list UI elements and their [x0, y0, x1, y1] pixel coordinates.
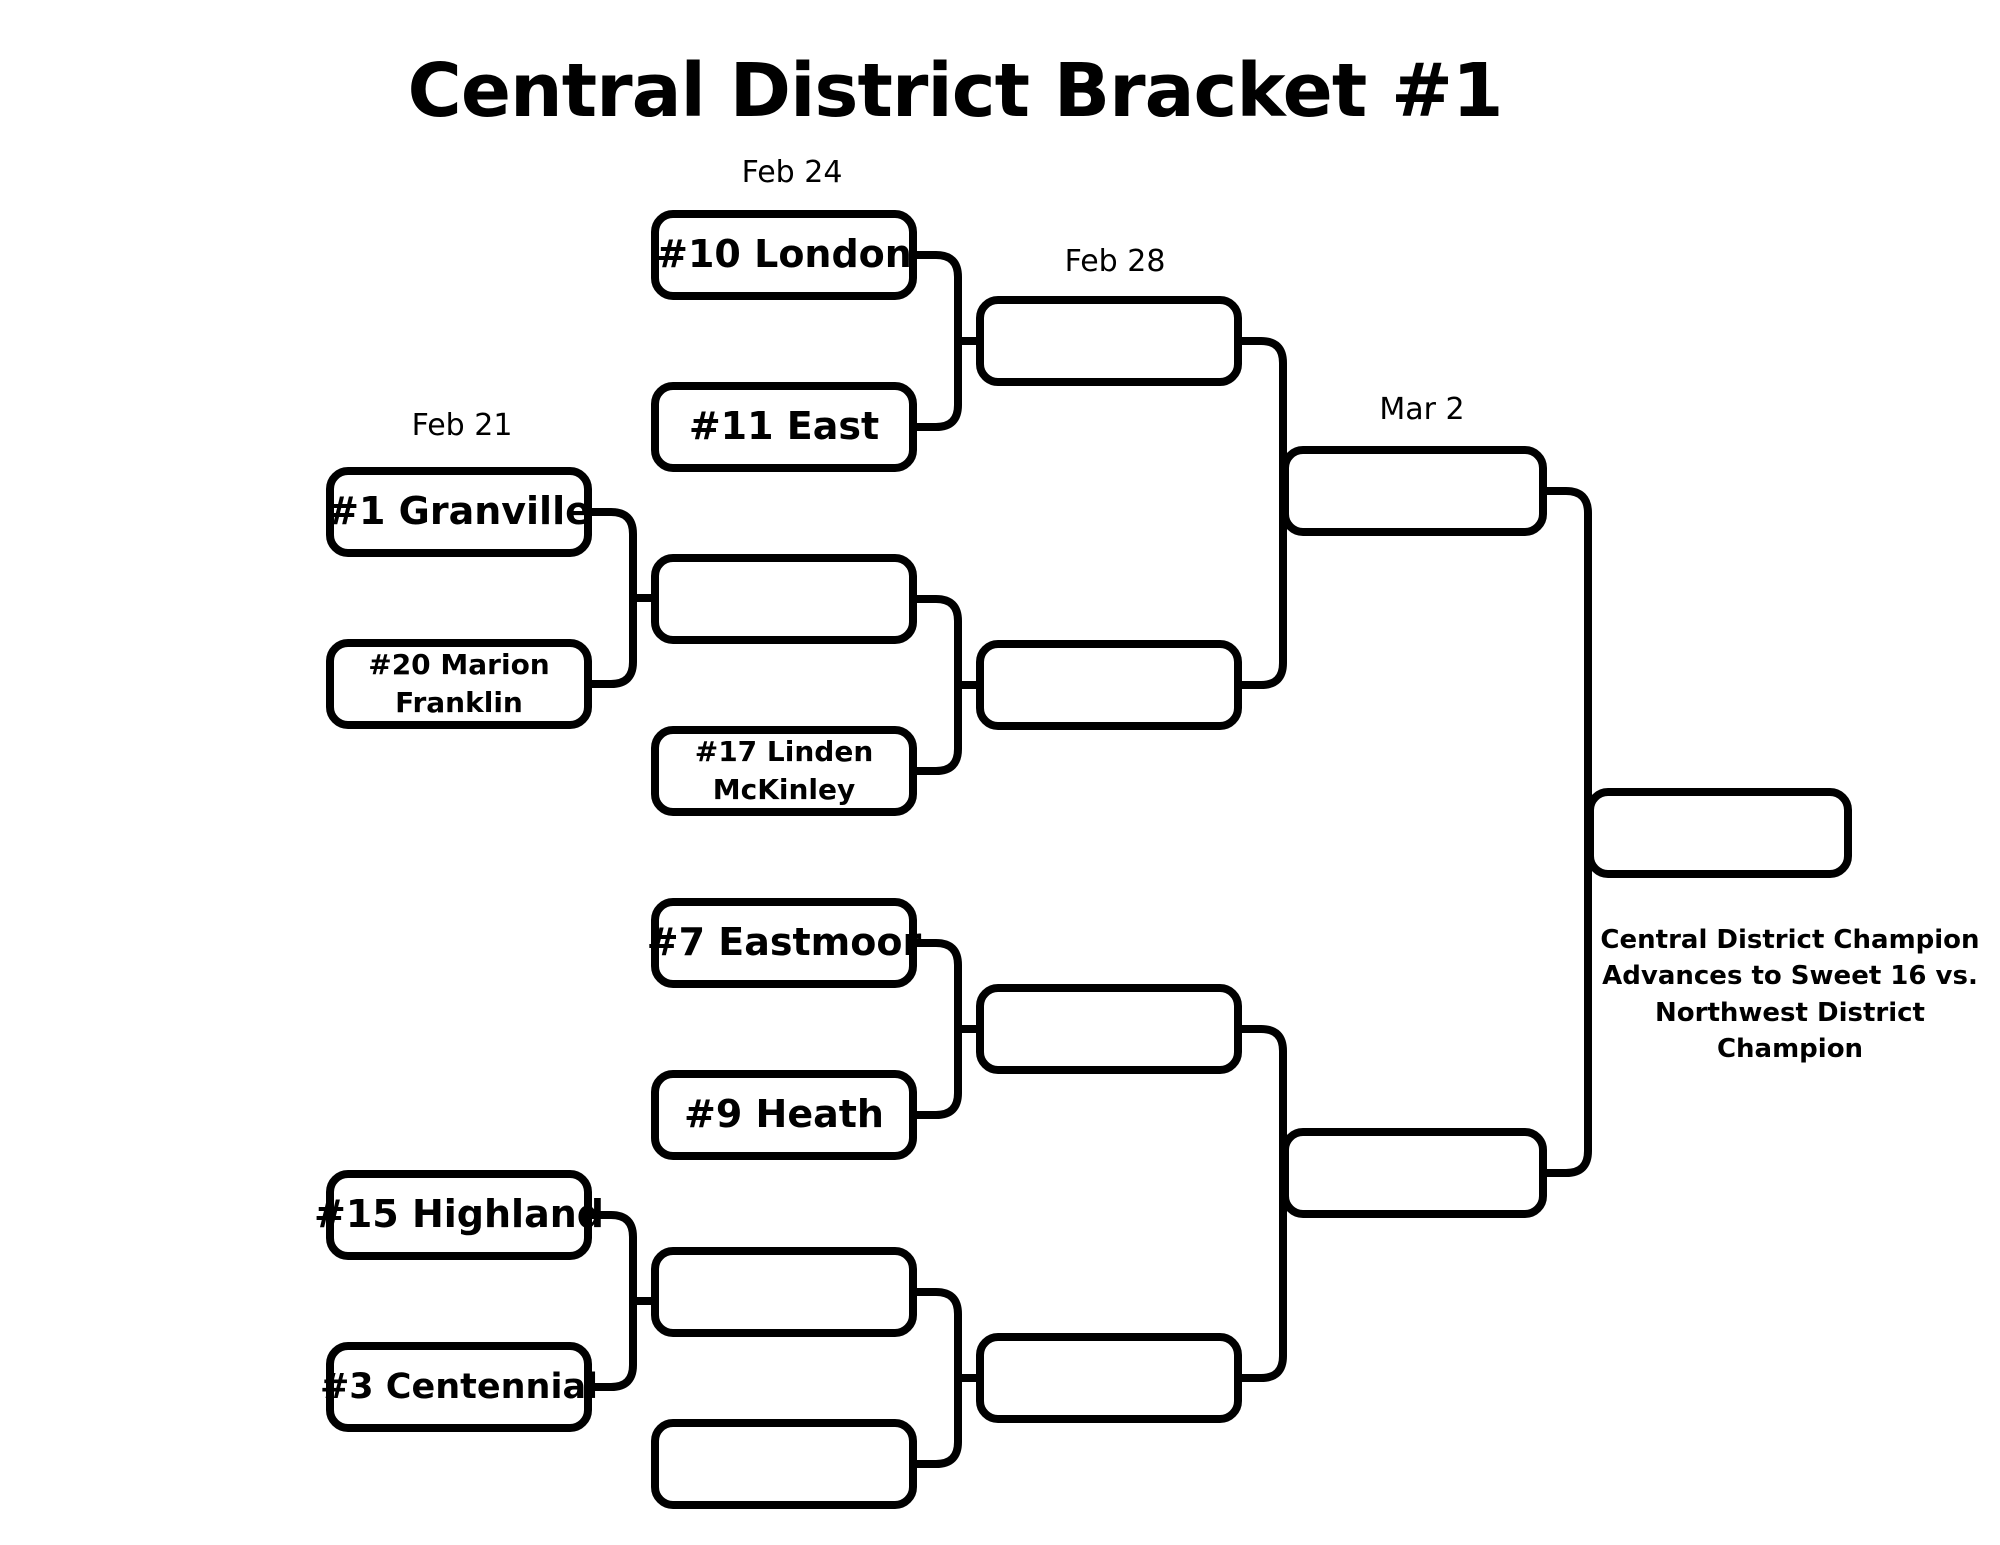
connector-r2bottom — [915, 1288, 984, 1468]
connector-r3-bottom — [1240, 1025, 1288, 1382]
team-box-linden-mckinley: #17 Linden McKinley — [651, 726, 917, 816]
round2-date: Feb 24 — [741, 155, 843, 190]
round4-date: Mar 2 — [1379, 392, 1465, 427]
connector-granville-marion — [590, 508, 658, 688]
team-box-granville: #1 Granville — [326, 467, 592, 557]
round1-date: Feb 21 — [411, 408, 513, 443]
round3-date: Feb 28 — [1064, 244, 1166, 279]
connector-highland-centennial — [590, 1211, 658, 1391]
winner-box-granville-marion — [651, 554, 917, 644]
team-box-eastmoor: #7 Eastmoor — [647, 898, 921, 988]
champion-note: Central District Champion Advances to Sw… — [1580, 922, 2000, 1068]
connector-eastmoor-heath — [915, 939, 984, 1119]
winner-box-london-east — [976, 296, 1242, 386]
team-box-east: #11 East — [651, 382, 917, 472]
team-box-london: #10 London — [651, 210, 917, 300]
empty-box-bottom — [651, 1419, 917, 1509]
connector-r2top-linden — [915, 595, 984, 775]
team-box-highland: #15 Highland — [314, 1170, 604, 1260]
champion-box — [1586, 788, 1852, 878]
champion-note-line2: Advances to Sweet 16 vs. — [1602, 961, 1978, 992]
team-box-centennial: #3 Centennial — [320, 1342, 598, 1432]
champion-note-line3: Northwest District Champion — [1655, 997, 1925, 1065]
connector-london-east — [915, 251, 984, 431]
winner-box-r2-top-second — [976, 640, 1242, 730]
winner-box-semifinal-top — [1281, 446, 1547, 536]
winner-box-r2-bottom-second — [976, 1333, 1242, 1423]
page-title: Central District Bracket #1 — [407, 48, 1504, 134]
team-box-heath: #9 Heath — [651, 1070, 917, 1160]
winner-box-semifinal-bottom — [1281, 1128, 1547, 1218]
champion-note-line1: Central District Champion — [1600, 925, 1980, 955]
winner-box-highland-centennial — [651, 1247, 917, 1337]
winner-box-eastmoor-heath — [976, 984, 1242, 1074]
team-box-marion-franklin: #20 Marion Franklin — [326, 639, 592, 729]
